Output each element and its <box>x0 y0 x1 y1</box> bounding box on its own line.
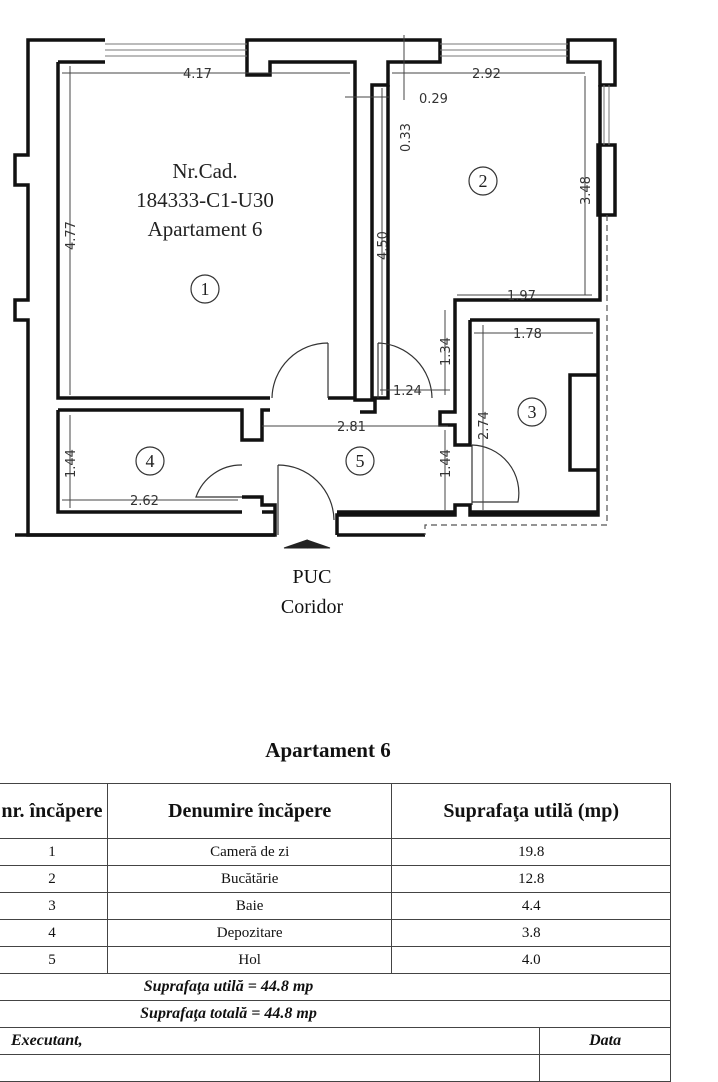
floor-plan: 4.17 4.77 2.92 0.29 0.33 4.50 3.48 1.97 … <box>13 35 617 549</box>
dim-0-33: 0.33 <box>399 123 414 152</box>
cell-nr: 1 <box>0 838 108 866</box>
total-area-row: Suprafaţa totală = 44.8 mp <box>0 1000 671 1028</box>
cell-nr: 4 <box>0 919 108 947</box>
dim-4-77: 4.77 <box>64 221 79 250</box>
dim-1-78: 1.78 <box>513 327 542 342</box>
date-cell <box>539 1054 671 1082</box>
cell-area: 4.0 <box>391 946 671 974</box>
dim-4-50: 4.50 <box>376 231 391 260</box>
dimension-labels: 4.17 4.77 2.92 0.29 0.33 4.50 3.48 1.97 … <box>64 67 594 509</box>
table-title: Apartament 6 <box>265 738 391 762</box>
dim-3-48: 3.48 <box>579 176 594 205</box>
cell-area: 19.8 <box>391 838 671 866</box>
dim-4-17: 4.17 <box>183 67 212 82</box>
useful-area-total-row: Suprafaţa utilă = 44.8 mp <box>0 973 671 1001</box>
dimension-lines <box>62 35 593 510</box>
room-number-4: 4 <box>146 451 155 471</box>
executant-cell <box>0 1054 541 1082</box>
room-number-2: 2 <box>479 171 488 191</box>
cell-area: 12.8 <box>391 865 671 893</box>
header-name: Denumire încăpere <box>106 783 393 839</box>
entrance-label: PUC <box>292 566 332 588</box>
room-number-5: 5 <box>356 451 365 471</box>
cell-name: Cameră de zi <box>106 838 393 866</box>
dim-2-62: 2.62 <box>130 494 159 509</box>
dim-1-34: 1.34 <box>439 337 454 366</box>
windows <box>105 43 610 145</box>
header-nr: nr. încăpere <box>0 783 108 839</box>
cell-name: Depozitare <box>106 919 393 947</box>
label-line: Apartament 6 <box>148 217 263 241</box>
signature-blank-row <box>0 1054 671 1082</box>
dim-0-29: 0.29 <box>419 92 448 107</box>
corridor-label: Coridor <box>280 596 344 618</box>
cell-area: 3.8 <box>391 919 671 947</box>
useful-area-total: Suprafaţa utilă = 44.8 mp <box>0 973 671 1001</box>
cell-name: Bucătărie <box>106 865 393 893</box>
date-label: Data <box>539 1027 671 1055</box>
room-number-3: 3 <box>528 402 537 422</box>
cell-area: 4.4 <box>391 892 671 920</box>
cell-nr: 2 <box>0 865 108 893</box>
label-line: Nr.Cad. <box>172 159 237 183</box>
total-area: Suprafaţa totală = 44.8 mp <box>0 1000 671 1028</box>
walls <box>13 38 617 537</box>
table-header-row: nr. încăpere Denumire încăpere Suprafaţa… <box>0 783 671 839</box>
dim-1-44-storage: 1.44 <box>64 449 79 478</box>
executant-label: Executant, <box>0 1027 541 1055</box>
room-number-circles <box>135 166 547 476</box>
room-area-table: nr. încăpere Denumire încăpere Suprafaţa… <box>0 783 671 1082</box>
cadastral-label: Nr.Cad. 184333-C1-U30 Apartament 6 <box>136 159 274 241</box>
cell-nr: 3 <box>0 892 108 920</box>
header-area: Suprafaţa utilă (mp) <box>391 783 671 839</box>
dim-2-92: 2.92 <box>472 67 501 82</box>
boundary-dashed-line <box>424 215 608 535</box>
entrance-arrow-icon <box>283 539 331 549</box>
room-number-1: 1 <box>201 279 210 299</box>
cell-name: Baie <box>106 892 393 920</box>
dim-1-97: 1.97 <box>507 289 536 304</box>
dim-2-81: 2.81 <box>337 420 366 435</box>
signature-row: Executant,Data <box>0 1027 671 1055</box>
dim-2-74: 2.74 <box>477 411 492 440</box>
cell-nr: 5 <box>0 946 108 974</box>
label-line: 184333-C1-U30 <box>136 188 274 212</box>
doors <box>195 342 520 535</box>
cell-name: Hol <box>106 946 393 974</box>
dim-1-44-hall: 1.44 <box>439 449 454 478</box>
dim-1-24: 1.24 <box>393 384 422 399</box>
